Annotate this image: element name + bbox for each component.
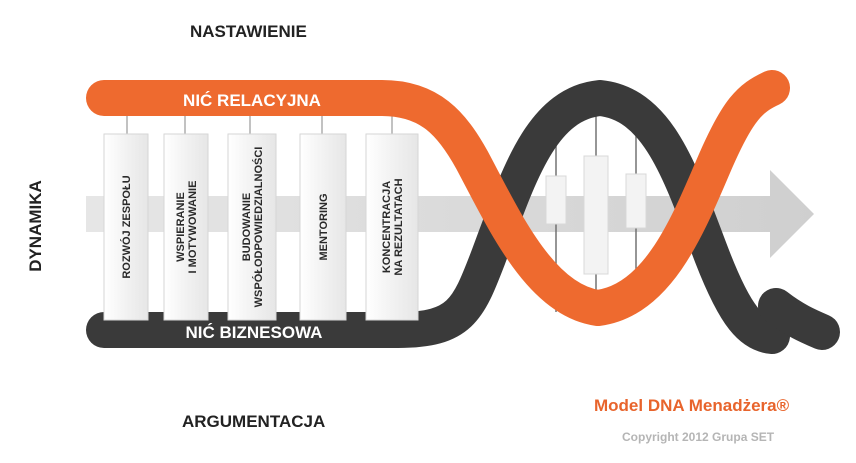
rung-label-line: WSPÓŁODPOWIEDZIALNOŚCI bbox=[252, 147, 265, 308]
mindset-label: NASTAWIENIE bbox=[190, 22, 307, 41]
business-strand-tail bbox=[758, 288, 840, 350]
rung-label: WSPIERANIEI MOTYWOWANIE bbox=[175, 181, 199, 274]
rung-box bbox=[227, 133, 277, 321]
rung-box bbox=[299, 133, 347, 321]
rung-box bbox=[365, 133, 419, 321]
rung-label-line: KONCENTRACJA bbox=[381, 181, 393, 273]
rung-boxes: ROZWÓJ ZESPOŁU WSPIERANIEI MOTYWOWANIE BUD… bbox=[103, 133, 419, 321]
relational-strand-label: NIĆ RELACYJNA bbox=[183, 91, 321, 110]
dynamics-label: DYNAMIKA bbox=[26, 180, 45, 272]
rung-label-line: ROZWÓJ ZESPOŁU bbox=[120, 175, 133, 278]
business-strand bbox=[86, 80, 790, 354]
rung-box bbox=[103, 133, 149, 321]
argumentation-label: ARGUMENTACJA bbox=[182, 412, 326, 431]
rung-label-line: MENTORING bbox=[318, 193, 330, 260]
rung-label: BUDOWANIEWSPÓŁODPOWIEDZIALNOŚCI bbox=[241, 147, 265, 308]
model-name-label: Model DNA Menadżera® bbox=[594, 396, 790, 415]
rung-label: MENTORING bbox=[318, 193, 330, 260]
helix-rung-blocks bbox=[545, 155, 647, 275]
rung-box bbox=[163, 133, 209, 321]
copyright-label: Copyright 2012 Grupa SET bbox=[622, 430, 775, 444]
rung-label-line: I MOTYWOWANIE bbox=[187, 181, 199, 274]
relational-strand bbox=[86, 70, 790, 326]
dynamics-arrow bbox=[86, 170, 814, 258]
rung-label: ROZWÓJ ZESPOŁU bbox=[120, 175, 133, 278]
rung-label-line: WSPIERANIE bbox=[175, 192, 187, 262]
rung-label-line: NA REZULTATACH bbox=[393, 178, 405, 275]
rung-label: KONCENTRACJANA REZULTATACH bbox=[381, 178, 405, 275]
business-strand-label: NIĆ BIZNESOWA bbox=[186, 323, 323, 342]
rung-label-line: BUDOWANIE bbox=[241, 193, 253, 261]
